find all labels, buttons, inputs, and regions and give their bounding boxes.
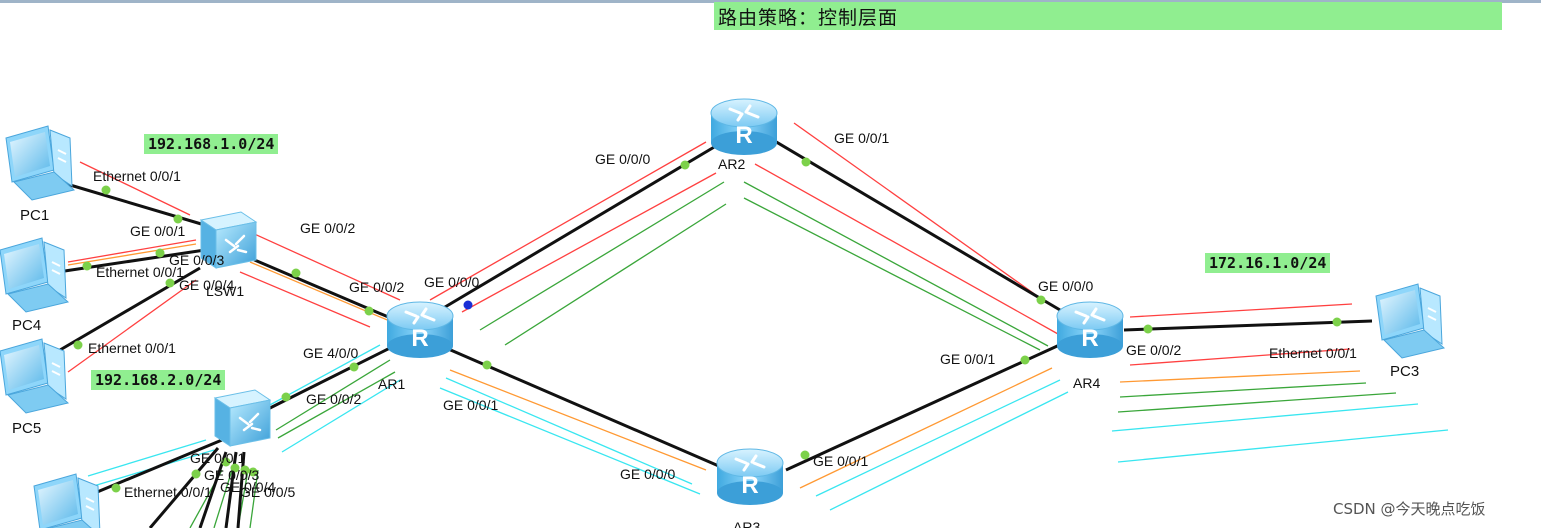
subnet-label: 172.16.1.0/24 — [1205, 253, 1331, 273]
device-label-ar4: AR4 — [1073, 375, 1100, 391]
port-label: GE 0/0/5 — [240, 484, 295, 500]
port-label: Ethernet 0/0/1 — [124, 484, 212, 500]
port-label: GE 0/0/3 — [204, 467, 259, 483]
selected-interface-dot[interactable] — [463, 300, 473, 310]
device-label-ar1: AR1 — [378, 376, 405, 392]
port-label: GE 0/0/0 — [424, 274, 479, 290]
subnet-label: 192.168.2.0/24 — [91, 370, 226, 390]
port-label: GE 0/0/1 — [190, 450, 245, 466]
port-label: Ethernet 0/0/1 — [93, 168, 181, 184]
physical-links — [57, 128, 1373, 528]
route-lines — [67, 122, 1449, 528]
port-label: GE 0/0/1 — [813, 453, 868, 469]
device-label-ar3: AR3 — [733, 519, 760, 528]
port-label: GE 0/0/2 — [306, 391, 361, 407]
port-label: GE 0/0/2 — [300, 220, 355, 236]
watermark: CSDN @今天晚点吃饭 — [1333, 500, 1486, 518]
window-top-border — [0, 0, 1541, 3]
device-label-pc4: PC4 — [12, 317, 41, 334]
pc-pc4[interactable] — [0, 237, 69, 313]
interface-dots — [73, 157, 1342, 493]
port-label: GE 0/0/0 — [620, 466, 675, 482]
device-label-pc3: PC3 — [1390, 363, 1419, 380]
device-label-lsw1: LSW1 — [206, 283, 244, 299]
port-label: GE 0/0/2 — [349, 279, 404, 295]
diagram-title: 路由策略：控制层面 — [718, 7, 899, 29]
pc-pc3[interactable] — [1375, 283, 1445, 359]
port-label: Ethernet 0/0/1 — [88, 340, 176, 356]
title-banner: 路由策略：控制层面 — [714, 2, 1502, 30]
port-label: GE 0/0/0 — [595, 151, 650, 167]
device-label-pc5: PC5 — [12, 420, 41, 437]
device-label-ar2: AR2 — [718, 156, 745, 172]
port-label: GE 0/0/3 — [169, 252, 224, 268]
port-label: GE 0/0/4 — [220, 479, 275, 495]
switch-lsw2[interactable] — [213, 388, 272, 448]
pc-pc1[interactable] — [5, 125, 75, 201]
router-ar4[interactable] — [1055, 300, 1125, 360]
router-ar2[interactable] — [709, 97, 779, 157]
subnet-label: 192.168.1.0/24 — [144, 134, 279, 154]
port-label: GE 0/0/4 — [179, 277, 234, 293]
pc-bottom[interactable] — [33, 473, 103, 528]
router-ar1[interactable] — [385, 300, 455, 360]
port-label: GE 0/0/2 — [1126, 342, 1181, 358]
port-label: GE 0/0/1 — [834, 130, 889, 146]
port-label: Ethernet 0/0/1 — [1269, 345, 1357, 361]
port-label: GE 0/0/1 — [443, 397, 498, 413]
port-label: GE 0/0/1 — [940, 351, 995, 367]
router-ar3[interactable] — [715, 447, 785, 507]
device-label-pc1: PC1 — [20, 207, 49, 224]
port-label: GE 4/0/0 — [303, 345, 358, 361]
port-label: GE 0/0/1 — [130, 223, 185, 239]
port-label: Ethernet 0/0/1 — [96, 264, 184, 280]
port-label: GE 0/0/0 — [1038, 278, 1093, 294]
pc-pc5[interactable] — [0, 338, 69, 414]
